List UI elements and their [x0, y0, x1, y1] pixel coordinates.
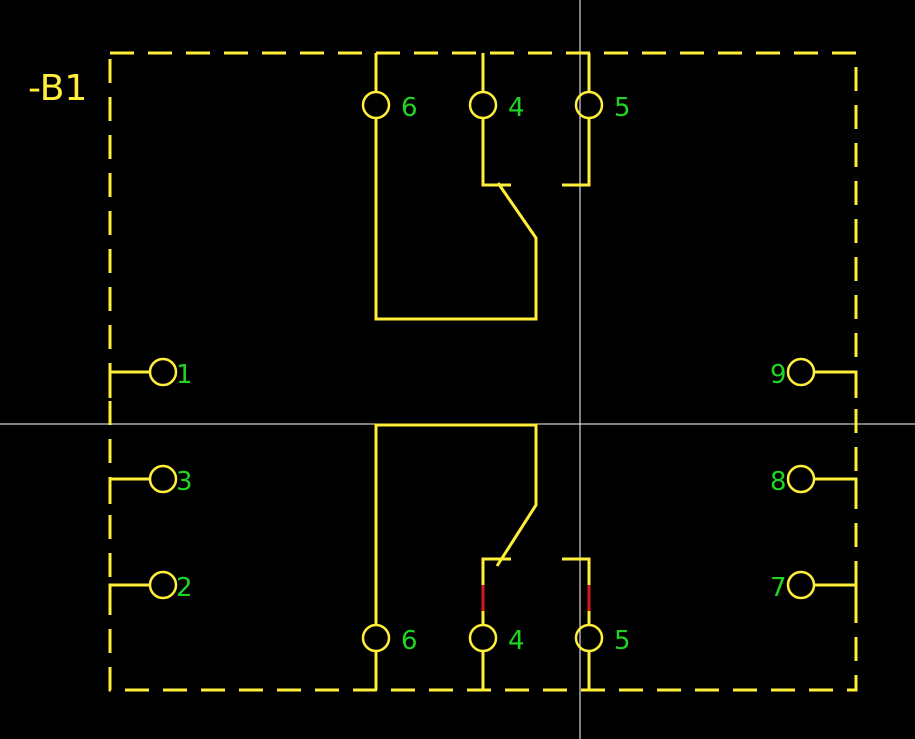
left-pin-leads — [108, 370, 150, 610]
lower-pin-circles — [361, 623, 604, 653]
lower-contact — [374, 423, 591, 690]
upper-pin-circles — [361, 90, 604, 120]
pin-circle[interactable] — [468, 623, 498, 653]
pin-label-upper-5: 5 — [614, 93, 631, 123]
pin-label-lower-5: 5 — [614, 626, 631, 656]
pin-label-2: 2 — [176, 573, 193, 603]
pin-circle[interactable] — [786, 570, 816, 600]
pin-label-upper-6: 6 — [401, 93, 418, 123]
pin-label-1: 1 — [176, 360, 193, 390]
pin-label-upper-4: 4 — [508, 93, 525, 123]
pin-label-7: 7 — [770, 573, 787, 603]
pin-label-3: 3 — [176, 467, 193, 497]
pin-label-lower-6: 6 — [401, 626, 418, 656]
pin-label-8: 8 — [770, 467, 787, 497]
lower-contact-stubs — [481, 611, 591, 625]
pin-label-9: 9 — [770, 360, 787, 390]
right-pin-circles — [786, 357, 816, 600]
pin-circle[interactable] — [786, 357, 816, 387]
pin-circle[interactable] — [574, 623, 604, 653]
pin-circle[interactable] — [468, 90, 498, 120]
pin-circle[interactable] — [148, 357, 178, 387]
pin-circle[interactable] — [786, 464, 816, 494]
pin-label-lower-4: 4 — [508, 626, 525, 656]
pin-circle[interactable] — [361, 90, 391, 120]
right-pin-leads — [814, 370, 858, 610]
pin-circle[interactable] — [148, 464, 178, 494]
pin-circle[interactable] — [361, 623, 391, 653]
lower-contact-highlight — [481, 585, 591, 611]
pin-circle[interactable] — [148, 570, 178, 600]
pin-circle[interactable] — [574, 90, 604, 120]
left-pin-circles — [148, 357, 178, 600]
upper-contact — [374, 53, 591, 321]
component-reference[interactable]: -B1 — [28, 68, 87, 109]
